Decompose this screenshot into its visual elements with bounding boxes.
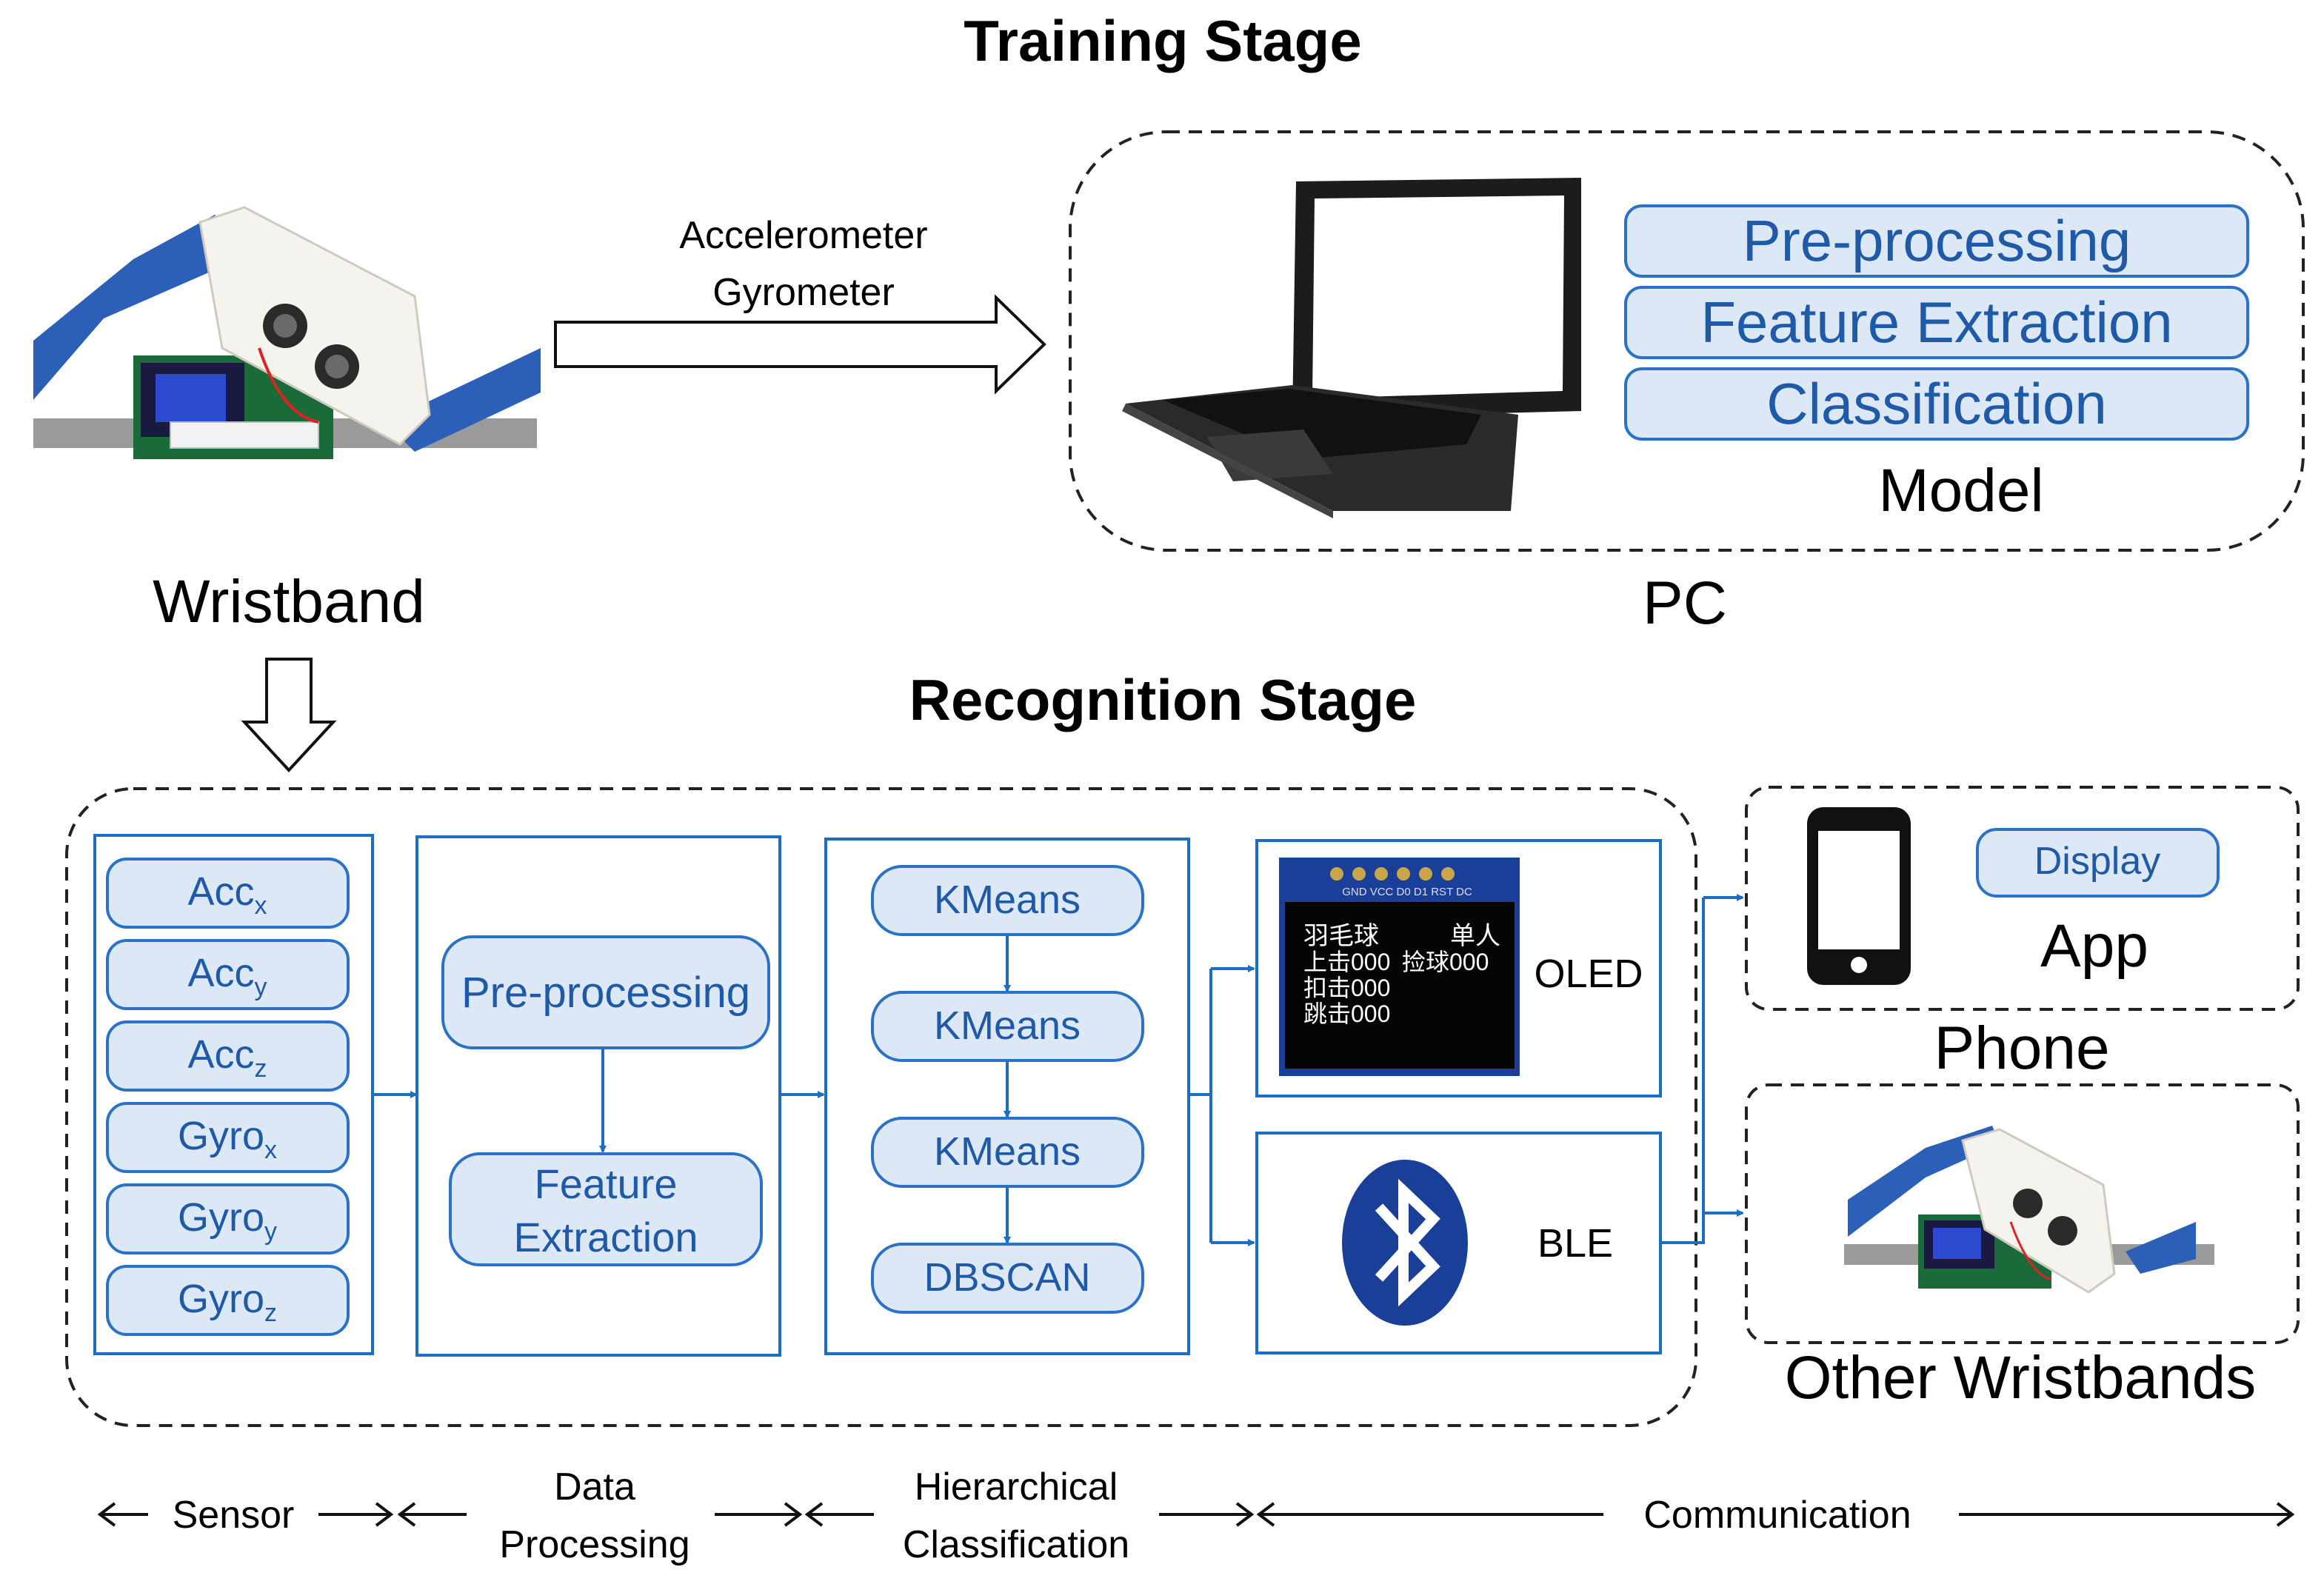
svg-text:Accx: Accx (187, 869, 267, 920)
phone-display-label: Display (2034, 840, 2161, 883)
oled-line1-right: 单人 (1450, 922, 1500, 950)
processing-box (415, 835, 781, 1357)
sensor-gyro-x-base: Gyro (178, 1114, 264, 1158)
model-step-preprocessing-label: Pre-processing (1743, 208, 2131, 273)
oled-pin-labels: GND VCC D0 D1 RST DC (1342, 886, 1472, 898)
sensor-gyro-y-sub: y (264, 1217, 277, 1246)
oled-line2-right: 捡球000 (1402, 949, 1489, 975)
model-step-classification: Classification (1624, 367, 2249, 441)
model-step-classification-label: Classification (1766, 371, 2107, 436)
classification-step-3-label: KMeans (934, 1129, 1081, 1174)
sensor-gyro-x: Gyrox (106, 1102, 350, 1173)
model-label: Model (1878, 457, 2043, 524)
axis-sensor-label: Sensor (173, 1494, 295, 1537)
sensor-gyro-z-base: Gyro (178, 1277, 264, 1321)
wristband-down-arrow (241, 658, 337, 772)
classification-step-1-label: KMeans (934, 878, 1081, 922)
oled-line1-left: 羽毛球 (1303, 922, 1379, 950)
sensor-acc-z-base: Acc (187, 1032, 254, 1077)
svg-text:Gyroz: Gyroz (178, 1277, 277, 1327)
sensor-acc-y: Accy (106, 939, 350, 1010)
processing-preprocessing: Pre-processing (441, 935, 770, 1049)
bluetooth-icon (1342, 1160, 1468, 1326)
training-stage-title: Training Stage (964, 8, 1361, 73)
bottom-axis: Sensor Data Processing Hierarchical Clas… (97, 1466, 2295, 1566)
wristband-photo (33, 206, 541, 459)
arrow-classification-branch (1189, 969, 1212, 1243)
classification-step-4: DBSCAN (871, 1243, 1144, 1314)
sensor-gyro-x-sub: x (264, 1136, 277, 1164)
oled-line2-left: 上击000 (1303, 949, 1390, 975)
model-step-feature-extraction: Feature Extraction (1624, 286, 2249, 359)
sensor-acc-x: Accx (106, 858, 350, 929)
processing-feature-line2: Extraction (514, 1214, 698, 1260)
other-wristband-photo (1844, 1126, 2214, 1294)
classification-step-2: KMeans (871, 991, 1144, 1062)
sensor-gyro-z-sub: z (264, 1299, 277, 1327)
wristband-label: Wristband (153, 568, 425, 635)
sensor-gyro-z: Gyroz (106, 1265, 350, 1336)
oled-line3: 扣击000 (1303, 975, 1390, 1001)
oled-screen-image: GND VCC D0 D1 RST DC 羽毛球 单人 上击000 捡球000 … (1279, 858, 1520, 1076)
model-step-feature-extraction-label: Feature Extraction (1700, 290, 2172, 355)
axis-hier-line1: Hierarchical (915, 1466, 1118, 1509)
phone-dashed-box (1745, 786, 2300, 1011)
axis-communication-label: Communication (1643, 1494, 1911, 1537)
sensor-acc-y-base: Acc (187, 951, 254, 995)
sensor-acc-z: Accz (106, 1020, 350, 1092)
sensor-acc-y-sub: y (255, 973, 267, 1001)
pc-label: PC (1643, 569, 1727, 637)
sensor-acc-x-base: Acc (187, 869, 254, 914)
processing-feature-extraction: Feature Extraction (449, 1152, 763, 1266)
training-hollow-arrow (554, 294, 1046, 395)
classification-step-2-label: KMeans (934, 1003, 1081, 1048)
axis-data-line2: Processing (499, 1523, 689, 1566)
axis-data-line1: Data (554, 1466, 635, 1509)
oled-line4: 跳击000 (1303, 1000, 1390, 1027)
sensor-acc-x-sub: x (255, 892, 267, 920)
classification-step-3: KMeans (871, 1117, 1144, 1188)
classification-step-1: KMeans (871, 865, 1144, 936)
laptop-icon (1122, 178, 1581, 518)
processing-feature-line1: Feature (535, 1160, 678, 1207)
classification-step-4-label: DBSCAN (924, 1255, 1090, 1300)
phone-display-pill: Display (1976, 828, 2220, 898)
svg-text:Gyrox: Gyrox (178, 1114, 277, 1164)
pc-dashed-box (1069, 130, 2305, 552)
recognition-stage-title: Recognition Stage (909, 667, 1417, 732)
processing-preprocessing-label: Pre-processing (461, 969, 750, 1017)
smartphone-icon (1807, 807, 1911, 985)
sensor-gyro-y-base: Gyro (178, 1195, 264, 1240)
svg-text:Accz: Accz (187, 1032, 267, 1083)
ble-label: BLE (1537, 1221, 1613, 1266)
svg-text:Gyroy: Gyroy (178, 1195, 277, 1246)
oled-label: OLED (1534, 952, 1643, 996)
arrow-label-gyrometer: Gyrometer (712, 271, 895, 314)
phone-label: Phone (1934, 1015, 2109, 1082)
axis-hier-line2: Classification (903, 1523, 1129, 1566)
model-step-preprocessing: Pre-processing (1624, 204, 2249, 278)
sensor-acc-z-sub: z (255, 1055, 267, 1083)
other-wristbands-dashed-box (1745, 1083, 2300, 1344)
sensor-gyro-y: Gyroy (106, 1183, 350, 1254)
svg-text:Accy: Accy (187, 951, 267, 1001)
arrow-label-accelerometer: Accelerometer (679, 214, 927, 257)
recognition-dashed-box (65, 787, 1697, 1427)
other-wristbands-label: Other Wristbands (1785, 1344, 2257, 1411)
app-label: App (2040, 912, 2148, 980)
